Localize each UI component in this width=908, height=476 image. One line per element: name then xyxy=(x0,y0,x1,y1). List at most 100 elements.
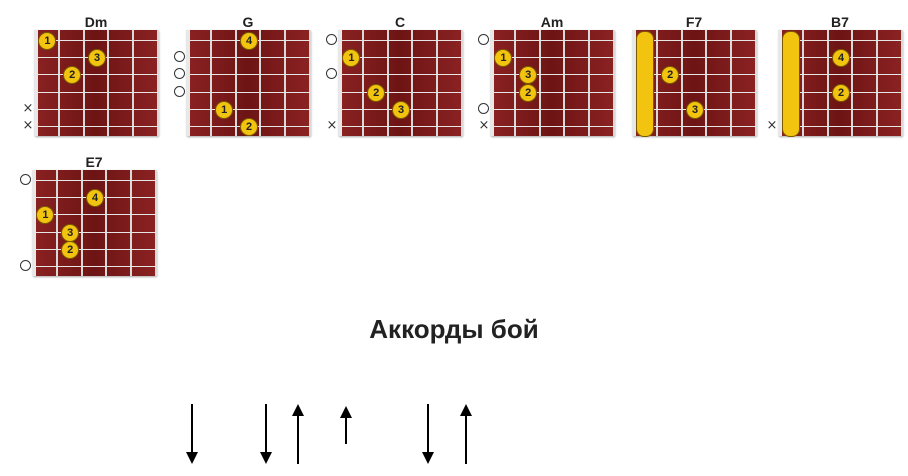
finger-dot: 2 xyxy=(832,83,850,102)
fret-line xyxy=(705,30,708,136)
muted-string-icon: × xyxy=(22,100,34,116)
fret-line xyxy=(680,30,683,136)
fret-line xyxy=(386,30,389,136)
chord-name: G xyxy=(242,14,254,30)
fret-line xyxy=(157,30,159,136)
finger-dot: 3 xyxy=(88,49,106,68)
chord-name: E7 xyxy=(85,154,103,170)
fret-line xyxy=(107,30,110,136)
fret-line xyxy=(755,30,757,136)
fret-line xyxy=(234,30,237,136)
string-line xyxy=(32,231,156,233)
fret-line xyxy=(309,30,311,136)
open-string-icon xyxy=(174,68,185,80)
fret-line xyxy=(55,170,58,276)
strum-down-arrow-icon xyxy=(186,404,198,464)
open-string-icon xyxy=(326,68,337,80)
fret-line xyxy=(826,30,829,136)
fret-line xyxy=(80,170,83,276)
fret-line xyxy=(132,30,135,136)
nut xyxy=(778,30,782,136)
open-string-icon xyxy=(20,174,31,185)
finger-dot: 2 xyxy=(661,66,680,85)
nut xyxy=(490,30,494,136)
muted-string-icon: × xyxy=(22,118,34,133)
strum-down-arrow-icon xyxy=(422,404,434,464)
string-line xyxy=(32,214,156,216)
string-line xyxy=(338,91,462,93)
chord-name: Am xyxy=(540,14,564,30)
fret-line xyxy=(876,30,879,136)
fret-line xyxy=(259,30,262,136)
fret-line xyxy=(851,30,854,136)
open-string-icon xyxy=(326,34,337,45)
fret-line xyxy=(730,30,733,136)
finger-dot: 4 xyxy=(240,32,258,50)
muted-string-icon: × xyxy=(766,118,778,133)
nut xyxy=(32,170,36,276)
string-line xyxy=(490,57,614,59)
fret-line xyxy=(105,170,108,276)
nut xyxy=(186,30,190,136)
finger-dot: 2 xyxy=(63,66,82,85)
string-line xyxy=(632,91,756,93)
open-string-icon xyxy=(174,85,185,97)
string-line xyxy=(338,126,462,127)
fret-line xyxy=(155,170,157,276)
string-line xyxy=(34,74,158,76)
fret-line xyxy=(461,30,463,136)
string-line xyxy=(490,40,614,41)
finger-dot: 3 xyxy=(392,100,410,119)
open-string-icon xyxy=(478,34,489,45)
fret-line xyxy=(209,30,212,136)
open-string-icon xyxy=(174,51,185,63)
open-string-icon xyxy=(20,260,31,271)
barre-marker xyxy=(636,31,655,137)
finger-dot: 3 xyxy=(686,100,704,119)
finger-dot: 1 xyxy=(342,49,361,68)
finger-dot: 1 xyxy=(494,49,513,68)
finger-dot: 1 xyxy=(36,206,55,225)
muted-string-icon: × xyxy=(326,118,338,133)
fret-line xyxy=(513,30,516,136)
strum-down-arrow-icon xyxy=(260,404,272,464)
finger-dot: 1 xyxy=(38,32,57,50)
fret-line xyxy=(901,30,903,136)
finger-dot: 4 xyxy=(832,49,850,68)
page-title: Аккорды бой xyxy=(369,314,539,344)
string-line xyxy=(632,40,756,41)
barre-marker xyxy=(782,31,801,137)
string-line xyxy=(778,126,902,127)
fret-line xyxy=(57,30,60,136)
muted-string-icon: × xyxy=(478,118,490,133)
finger-dot: 2 xyxy=(61,240,80,259)
string-line xyxy=(186,74,310,76)
string-line xyxy=(34,40,158,41)
string-line xyxy=(34,91,158,93)
strum-up-arrow-icon xyxy=(340,406,352,444)
string-line xyxy=(490,126,614,127)
string-line xyxy=(338,40,462,41)
finger-dot: 2 xyxy=(367,83,386,102)
string-line xyxy=(490,91,614,93)
string-line xyxy=(338,74,462,76)
string-line xyxy=(186,91,310,93)
chord-name: Dm xyxy=(84,14,108,30)
fret-line xyxy=(82,30,85,136)
string-line xyxy=(34,108,158,110)
nut xyxy=(34,30,38,136)
string-line xyxy=(632,126,756,127)
fret-line xyxy=(411,30,414,136)
string-line xyxy=(338,57,462,59)
fret-line xyxy=(613,30,615,136)
open-string-icon xyxy=(478,102,489,114)
